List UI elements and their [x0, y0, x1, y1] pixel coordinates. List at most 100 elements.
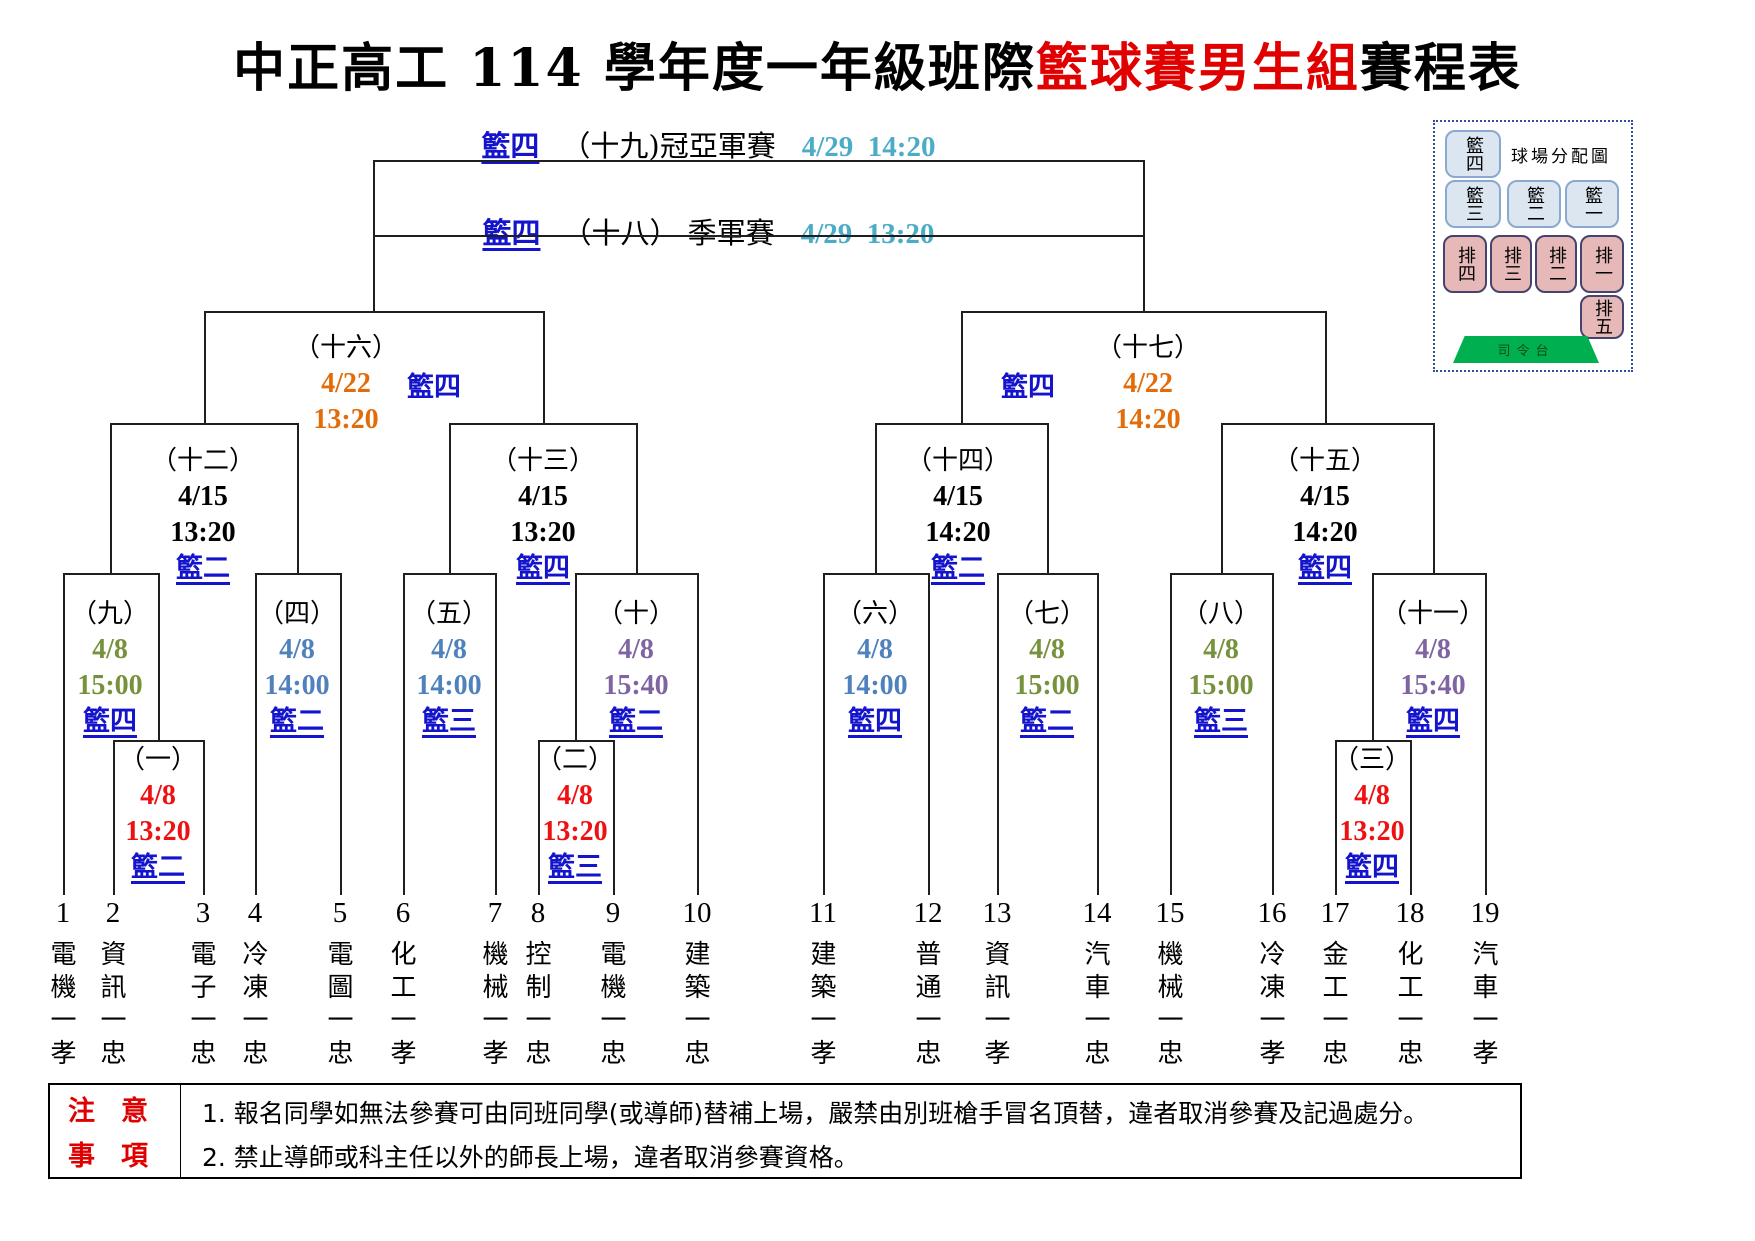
bracket-line-vertical	[204, 311, 206, 423]
bracket-line-vertical	[575, 573, 577, 740]
title-highlight: 籃球賽男生組	[1035, 38, 1360, 99]
bracket-line-vertical	[373, 160, 375, 311]
bracket-line-vertical	[1047, 423, 1049, 573]
match-number-label: （十一）	[1380, 599, 1485, 629]
bracket-line-vertical	[1433, 423, 1435, 573]
match-number-label: （一）	[118, 745, 197, 775]
bracket-line-vertical	[1325, 311, 1327, 423]
match-number-label: （三）	[1332, 745, 1411, 775]
match-number-label: （八）	[1181, 599, 1260, 629]
bracket-line-vertical	[1097, 573, 1099, 895]
match-time: 14:20	[925, 517, 991, 548]
match-number-label: （二）	[535, 745, 614, 775]
bracket-line-horizontal	[110, 423, 299, 425]
page-title: 中正高工 114 學年度一年級班際籃球賽男生組賽程表	[0, 26, 1755, 101]
match-number-label: （十五）	[1272, 446, 1377, 476]
team-name: 冷凍一忠	[238, 940, 268, 1072]
notes-items: 1. 報名同學如無法參賽可由同班同學(或導師)替補上場，嚴禁由別班槍手冒名頂替，…	[202, 1089, 1512, 1177]
match-time: 13:20	[125, 816, 191, 847]
third-place-match-label: （十八） 季軍賽	[562, 216, 775, 250]
volley-court-1-box: 排一	[1580, 235, 1624, 293]
team-name: 機械一孝	[478, 940, 508, 1072]
match-time: 14:00	[416, 670, 482, 701]
match-date: 4/8	[92, 634, 128, 665]
bracket-line-vertical	[495, 573, 497, 895]
team-number: 5	[332, 897, 348, 929]
match-number-label: （十六）	[293, 333, 398, 363]
bracket-line-vertical	[697, 573, 699, 895]
match-date: 4/22	[1123, 368, 1173, 399]
match-court-label: 籃二	[270, 706, 324, 737]
volley-court-3-box: 排三	[1490, 235, 1532, 293]
team-number: 3	[195, 897, 211, 929]
bracket-line-horizontal	[1221, 423, 1435, 425]
team-number: 12	[913, 897, 943, 929]
match-court-label: 籃四	[83, 706, 137, 737]
notes-divider	[180, 1085, 181, 1177]
match-time: 13:20	[510, 517, 576, 548]
match-court-label: 籃四	[1345, 852, 1399, 883]
bracket-line-vertical	[928, 573, 930, 895]
team-name: 電圖一忠	[323, 940, 353, 1072]
championship-match-label: （十九)冠亞軍賽	[561, 129, 776, 163]
team-name: 汽車一忠	[1080, 940, 1110, 1072]
bracket-line-vertical	[203, 740, 205, 895]
team-name: 資訊一忠	[96, 940, 126, 1072]
team-number: 6	[395, 897, 411, 929]
match-time: 15:40	[1400, 670, 1466, 701]
match-number-label: （五）	[409, 599, 488, 629]
bracket-line-horizontal	[113, 740, 205, 742]
note-item-1: 1. 報名同學如無法參賽可由同班同學(或導師)替補上場，嚴禁由別班槍手冒名頂替，…	[202, 1099, 1429, 1128]
match-date: 4/8	[557, 780, 593, 811]
match-time: 15:00	[1014, 670, 1080, 701]
match-court-label: 籃二	[176, 553, 230, 584]
match-court-label: 籃四	[1406, 706, 1460, 737]
match-number-label: （六）	[835, 599, 914, 629]
bracket-line-vertical	[449, 423, 451, 573]
bracket-line-vertical	[297, 423, 299, 573]
bracket-line-vertical	[636, 423, 638, 573]
bracket-line-horizontal	[403, 573, 497, 575]
notes-label: 注意 事項	[50, 1085, 180, 1177]
match-time: 15:00	[1188, 670, 1254, 701]
match-time: 13:20	[542, 816, 608, 847]
team-number: 18	[1395, 897, 1425, 929]
match-time: 13:20	[170, 517, 236, 548]
bracket-line-horizontal	[449, 423, 638, 425]
team-name: 控制一忠	[521, 940, 551, 1072]
bracket-line-vertical	[1272, 573, 1274, 895]
stage-platform: 司令台	[1453, 336, 1599, 363]
match-time: 14:20	[1292, 517, 1358, 548]
match-date: 4/15	[178, 481, 228, 512]
team-name: 汽車一孝	[1468, 940, 1498, 1072]
bracket-line-vertical	[1372, 573, 1374, 740]
match-time: 13:20	[1339, 816, 1405, 847]
match-date: 4/8	[279, 634, 315, 665]
match-time: 15:40	[603, 670, 669, 701]
team-name: 機械一忠	[1153, 940, 1183, 1072]
match-number-label: （十）	[596, 599, 675, 629]
bracket-line-horizontal	[63, 573, 160, 575]
match-court-label: 籃二	[609, 706, 663, 737]
team-name: 冷凍一孝	[1255, 940, 1285, 1072]
third-place-datetime: 4/29 13:20	[800, 218, 935, 250]
match-number-label: （十四）	[905, 446, 1010, 476]
bracket-line-horizontal	[961, 311, 1327, 313]
notes-label-line2: 事項	[68, 1141, 174, 1172]
bracket-line-horizontal	[823, 573, 930, 575]
bracket-line-vertical	[1410, 740, 1412, 895]
bracket-line-vertical	[1143, 160, 1145, 311]
volley-court-4-box: 排四	[1443, 235, 1487, 293]
bracket-line-horizontal	[1335, 740, 1412, 742]
bracket-line-vertical	[340, 573, 342, 895]
title-prefix: 中正高工 114 學年度一年級班際	[233, 38, 1036, 99]
